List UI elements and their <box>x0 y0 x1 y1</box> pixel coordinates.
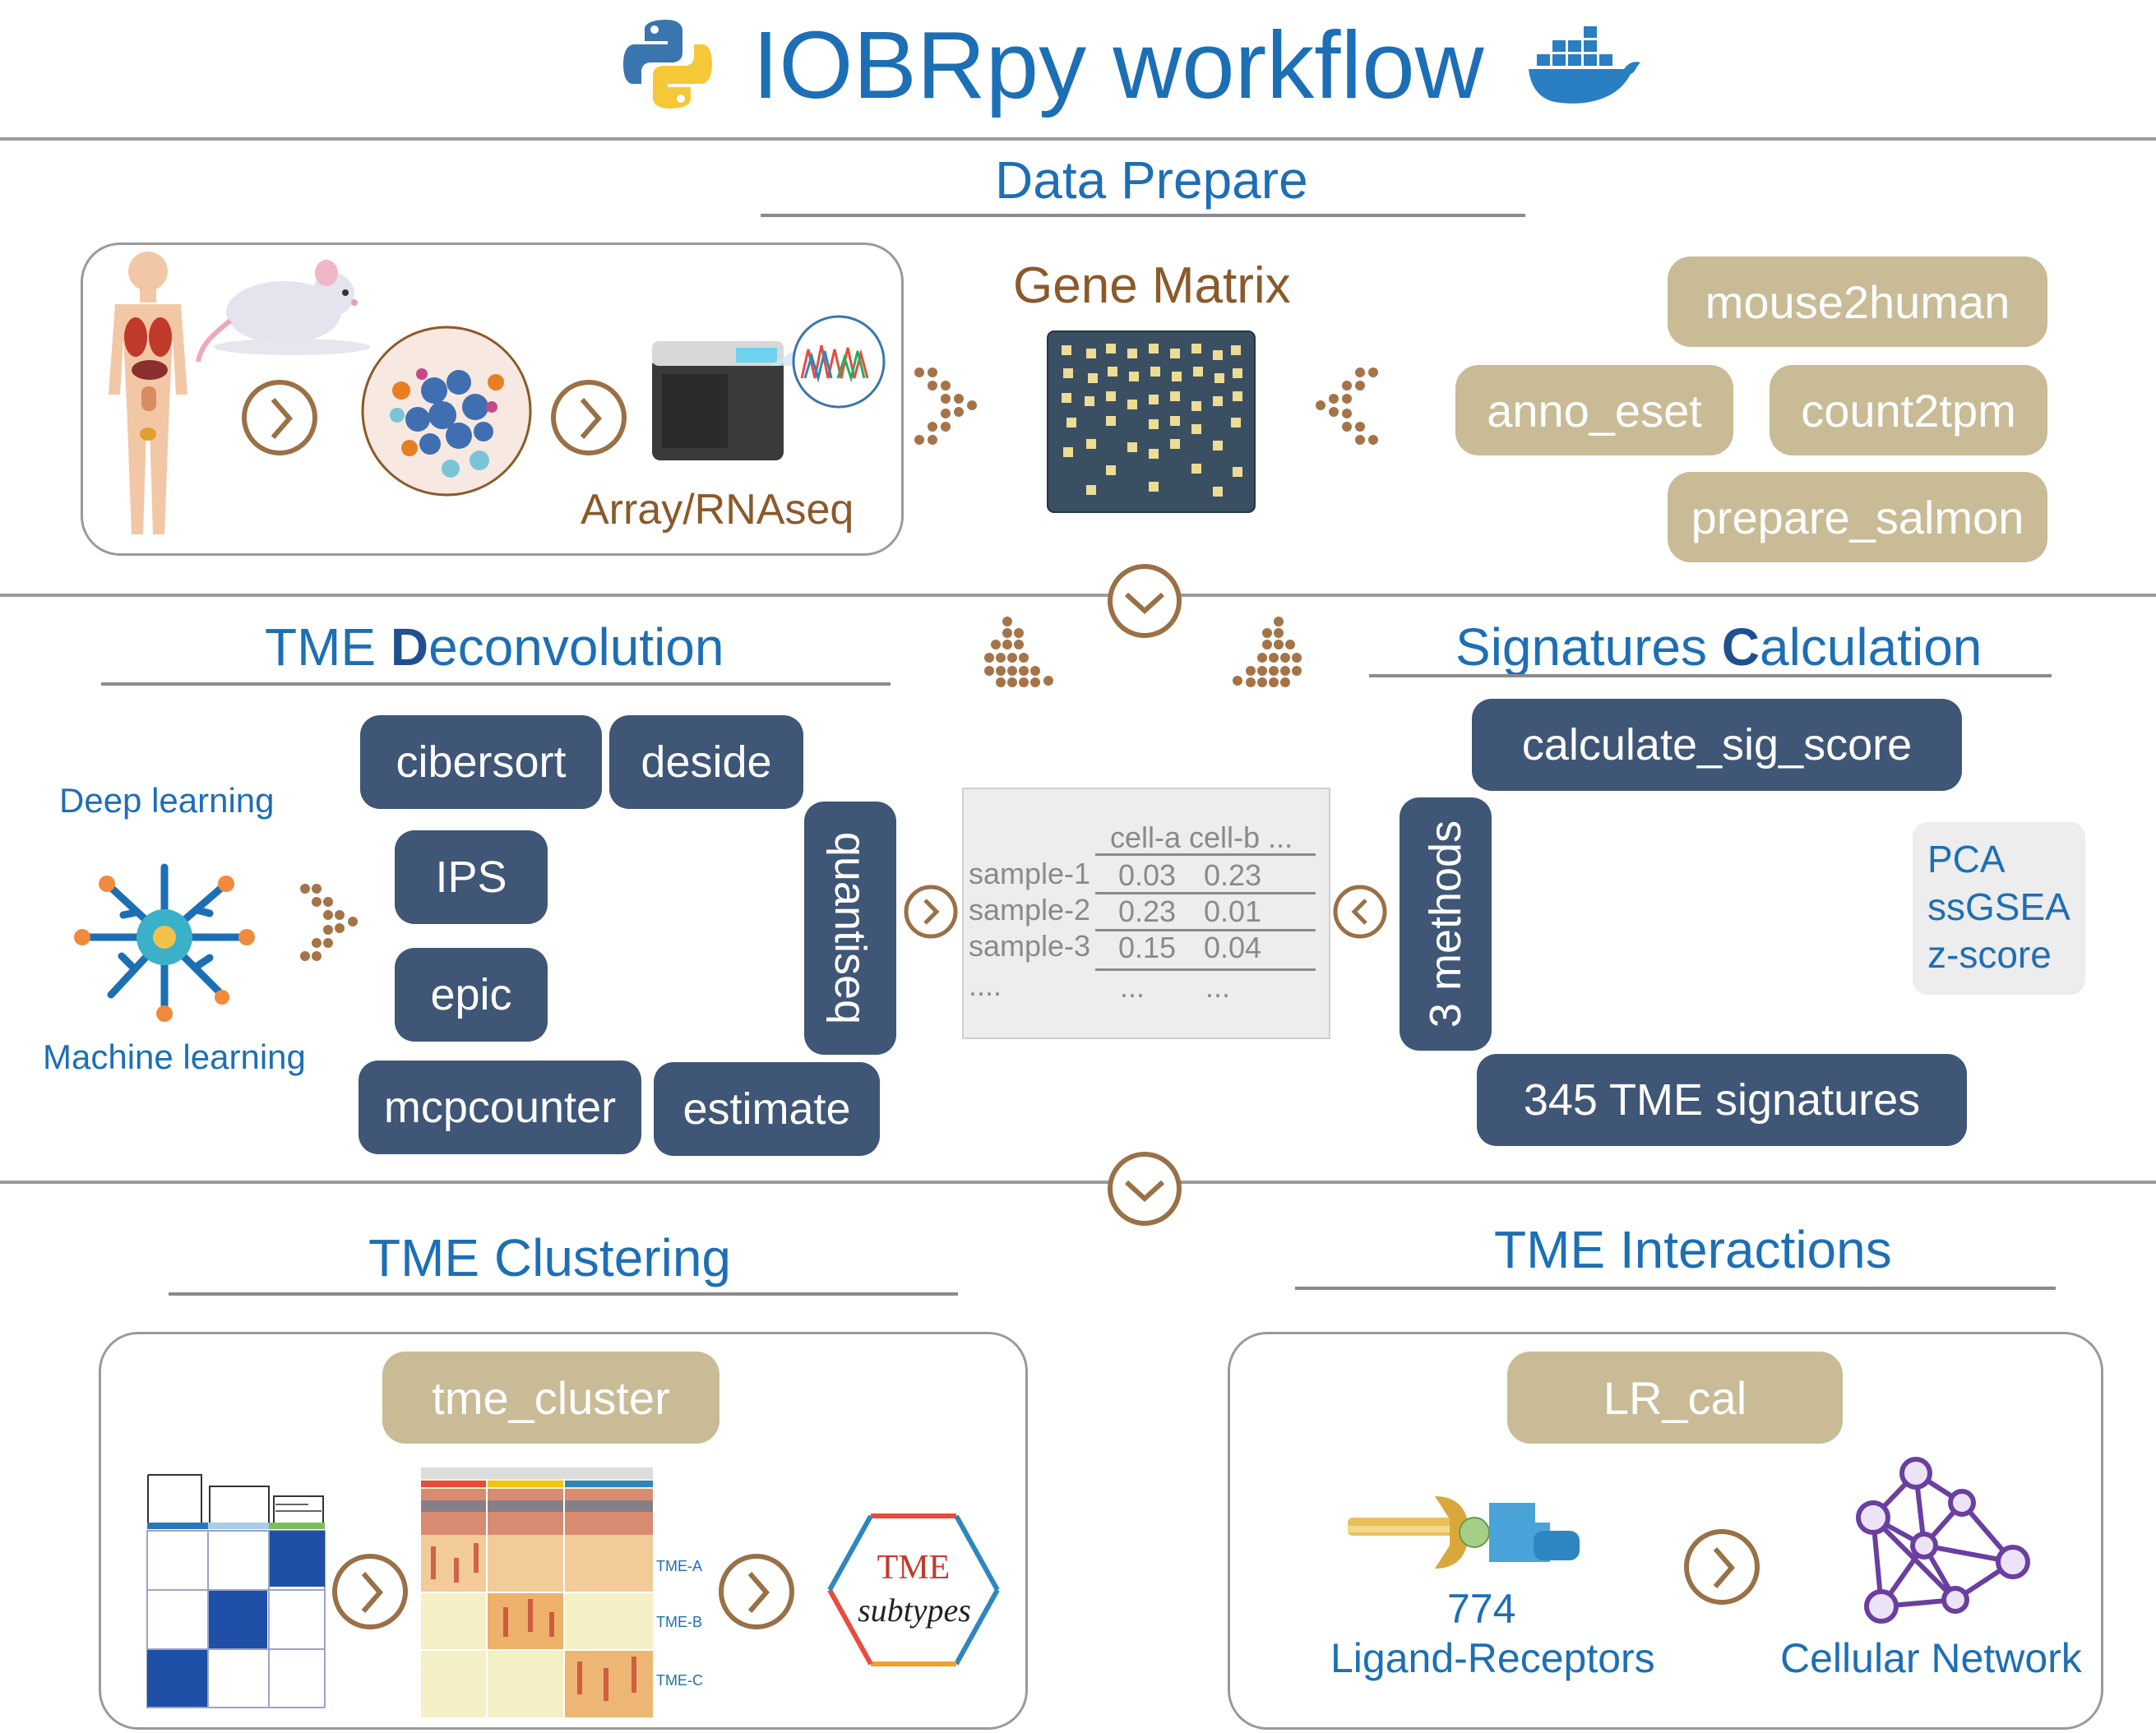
section-title-data-prepare: Data Prepare <box>995 150 1308 210</box>
section-underline <box>761 214 1525 217</box>
chevron-right-icon <box>355 1569 388 1616</box>
section-underline <box>169 1292 958 1296</box>
human-body-icon <box>90 247 206 538</box>
chevron-right-icon <box>742 1569 775 1616</box>
arrow-right-icon <box>719 1554 794 1629</box>
method-mcpcounter[interactable]: mcpcounter <box>359 1061 641 1154</box>
fn-anno-eset[interactable]: anno_eset <box>1455 365 1733 455</box>
dotted-arrow-right-icon <box>300 884 366 962</box>
chevron-down-icon <box>1107 1151 1182 1227</box>
section-title-interactions: TME Interactions <box>1494 1220 1892 1279</box>
section-underline <box>1295 1287 2056 1290</box>
signature-count-box[interactable]: 345 TME signatures <box>1477 1054 1967 1146</box>
method-ssgsea: ssGSEA <box>1927 885 2070 928</box>
quantiseq-label: quantiseq <box>826 831 876 1025</box>
arrow-right-icon <box>903 884 959 940</box>
chevron-right-icon <box>574 395 607 442</box>
divider <box>0 1181 2156 1184</box>
chevron-right-icon <box>265 395 298 442</box>
table-rule <box>1095 968 1316 971</box>
page-title: IOBRpy workflow <box>752 12 1484 118</box>
heatmap-label-tme-c: TME-C <box>656 1672 703 1689</box>
cluster-heatmap-icon <box>421 1467 653 1717</box>
chevron-down-icon <box>1107 563 1182 639</box>
cell-value: 0.01 <box>1204 894 1262 928</box>
gene-matrix-icon <box>1047 330 1256 513</box>
gene-matrix-label: Gene Matrix <box>1013 257 1291 314</box>
arrow-left-icon <box>1332 884 1388 940</box>
row-label: sample-1 <box>969 857 1091 890</box>
cell-value: 0.23 <box>1118 894 1177 928</box>
tme-subtypes-word1: TME <box>872 1548 955 1587</box>
arrow-right-icon <box>242 380 317 455</box>
fn-calculate-sig-score[interactable]: calculate_sig_score <box>1472 699 1962 791</box>
cellular-network-label: Cellular Network <box>1780 1635 2082 1681</box>
table-header: cell-a cell-b ... <box>1110 820 1293 854</box>
tme-subtypes-word2: subtypes <box>858 1592 971 1629</box>
section-title-deconvolution: TME Deconvolution <box>265 617 724 677</box>
section-underline <box>101 682 891 686</box>
tme-word: TME <box>877 1549 951 1587</box>
method-pca: PCA <box>1927 838 2006 880</box>
consensus-matrix-icon <box>144 1472 326 1710</box>
ligand-receptor-icon <box>1344 1488 1583 1578</box>
divider <box>0 594 2156 597</box>
section-title-signatures: Signatures Calculation <box>1455 617 1983 677</box>
heatmap-label-tme-a: TME-A <box>656 1558 702 1574</box>
three-methods-label: 3 methods <box>1421 820 1470 1028</box>
cell-value: 0.04 <box>1204 931 1262 964</box>
python-logo-icon <box>618 15 717 113</box>
method-epic[interactable]: epic <box>395 948 548 1042</box>
tumor-cells-icon <box>360 325 533 497</box>
table-rule <box>1095 892 1316 894</box>
array-rnaseq-label: Array/RNAseq <box>581 486 854 534</box>
dotted-arrow-right-icon <box>913 366 987 448</box>
method-ips[interactable]: IPS <box>395 830 548 924</box>
cell-value: ... <box>1120 970 1145 1004</box>
section-underline <box>1369 674 2052 677</box>
method-estimate[interactable]: estimate <box>654 1062 880 1156</box>
fn-prepare-salmon[interactable]: prepare_salmon <box>1668 472 2047 562</box>
row-label: .... <box>969 968 1002 1002</box>
lr-label: Ligand-Receptors <box>1330 1635 1655 1681</box>
fn-tme-cluster[interactable]: tme_cluster <box>382 1352 719 1444</box>
arrow-right-icon <box>551 380 627 455</box>
cell-value: 0.15 <box>1118 931 1177 964</box>
dotted-arrow-left-icon <box>1306 366 1380 448</box>
fn-count2tpm[interactable]: count2tpm <box>1770 365 2047 455</box>
method-zscore: z-score <box>1927 933 2052 976</box>
row-label: sample-2 <box>969 893 1091 927</box>
neural-network-icon <box>66 851 263 1024</box>
method-quantiseq[interactable]: quantiseq <box>804 802 896 1055</box>
tme-subtypes-hexagon-icon <box>826 1513 1001 1667</box>
divider <box>0 137 2156 141</box>
heatmap-label-tme-b: TME-B <box>656 1614 702 1630</box>
fn-mouse2human[interactable]: mouse2human <box>1668 256 2047 347</box>
cell-value: 0.23 <box>1204 858 1262 892</box>
three-methods-box[interactable]: 3 methods <box>1400 797 1492 1051</box>
method-cibersort[interactable]: cibersort <box>360 715 602 809</box>
row-label: sample-3 <box>969 929 1091 963</box>
method-list-box <box>1913 822 2085 995</box>
sequencer-icon <box>645 308 892 473</box>
docker-logo-icon <box>1525 15 1645 109</box>
fn-lr-cal[interactable]: LR_cal <box>1507 1352 1843 1444</box>
dotted-arrow-down-left-icon <box>983 617 1057 691</box>
deep-learning-label: Deep learning <box>59 781 275 820</box>
section-title-clustering: TME Clustering <box>368 1228 731 1287</box>
cellular-network-icon <box>1834 1455 2039 1632</box>
result-matrix-table: cell-a cell-b ... sample-1 0.03 0.23 sam… <box>962 788 1330 1039</box>
lr-count: 774 <box>1447 1586 1516 1632</box>
table-rule <box>1095 853 1316 856</box>
dotted-arrow-down-right-icon <box>1229 617 1303 691</box>
method-deside[interactable]: deside <box>609 715 803 809</box>
chevron-right-icon <box>1707 1544 1740 1592</box>
cell-value: ... <box>1205 970 1231 1004</box>
mouse-icon <box>193 255 374 363</box>
table-rule <box>1095 929 1316 931</box>
arrow-right-icon <box>332 1554 408 1629</box>
cell-value: 0.03 <box>1118 858 1177 892</box>
arrow-right-icon <box>1684 1529 1760 1605</box>
machine-learning-label: Machine learning <box>43 1037 306 1076</box>
